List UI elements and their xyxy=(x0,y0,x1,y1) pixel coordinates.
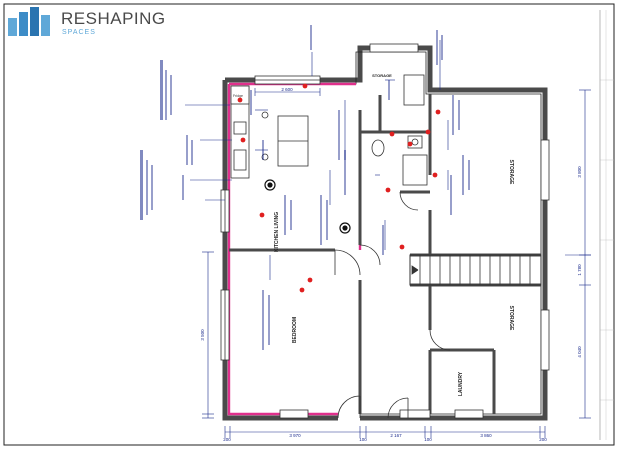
annotation-notes xyxy=(140,25,470,350)
dim-bottom-right: 3 860 xyxy=(480,433,492,438)
dim-top-window: 2 600 xyxy=(281,87,293,92)
brand-subtitle: SPACES xyxy=(62,29,96,36)
staircase xyxy=(409,254,542,286)
room-label-kitchen-living: KITCHEN LIVING xyxy=(274,212,280,252)
logo-bars-icon xyxy=(8,7,50,36)
bath-icon xyxy=(402,154,428,186)
dim-bottom-mid: 2 167 xyxy=(390,433,402,438)
annotation-leaders xyxy=(185,40,449,280)
cooktop-icon xyxy=(233,149,247,171)
dim-bottom-right-edge: 200 xyxy=(539,437,547,442)
interior-walls xyxy=(229,94,541,414)
toilet-icon xyxy=(371,139,385,157)
doors xyxy=(334,191,451,419)
dim-left-vertical: 3 500 xyxy=(200,329,205,341)
dim-right-upper: 3 800 xyxy=(577,166,582,178)
room-label-storage-lower: STORAGE xyxy=(508,306,514,331)
room-label-bedroom: BEDROOM xyxy=(292,317,298,343)
brand-logo: RESHAPING SPACES xyxy=(6,4,176,38)
shower-icon xyxy=(403,74,425,106)
dim-right-mid: 1 780 xyxy=(577,264,582,276)
sink-icon xyxy=(233,121,247,135)
sheet-frame xyxy=(3,3,615,446)
windows xyxy=(220,43,550,419)
room-label-storage-top: STORAGE xyxy=(372,73,392,78)
bathroom-fixtures xyxy=(371,74,428,186)
kitchen-fixtures xyxy=(230,85,309,179)
room-label-laundry: LAUNDRY xyxy=(458,371,464,396)
dim-bottom-door: 100 xyxy=(359,437,367,442)
red-markers xyxy=(237,83,441,293)
dim-right-lower: 4 040 xyxy=(577,346,582,358)
fridge-label: Fridge xyxy=(233,94,243,98)
fridge xyxy=(230,85,250,105)
room-label-storage-right: STORAGE xyxy=(508,160,514,185)
dim-bottom-left: 3 970 xyxy=(289,433,301,438)
smoke-detector-icons xyxy=(264,179,351,234)
dimension-lines xyxy=(202,88,591,438)
dim-bottom-gap: 100 xyxy=(424,437,432,442)
brand-title: RESHAPING xyxy=(61,9,166,28)
dim-bottom-left-edge: 200 xyxy=(223,437,231,442)
